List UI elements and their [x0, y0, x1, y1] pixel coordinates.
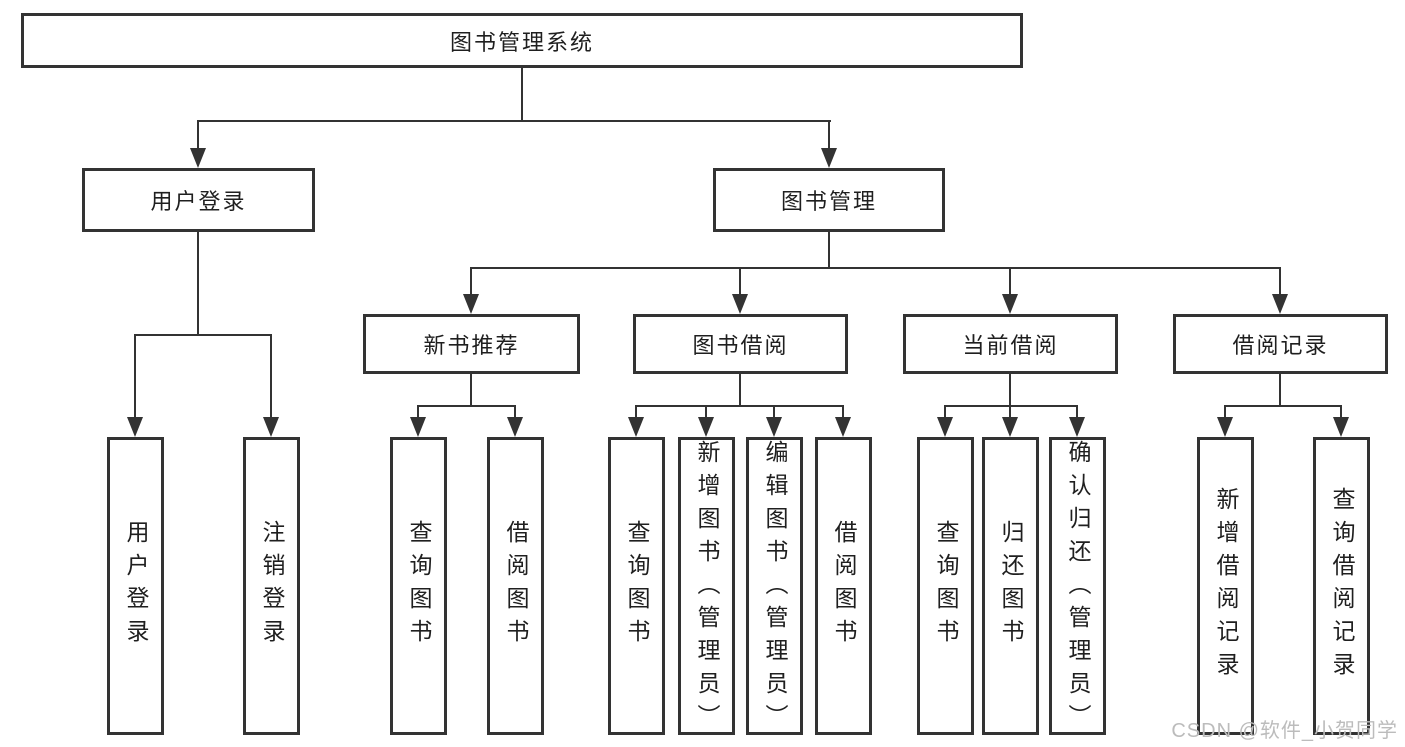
- connector-line: [1009, 267, 1011, 296]
- leaf-borrow-books: 借阅图书: [487, 437, 544, 735]
- connector-line: [635, 405, 637, 419]
- arrow-down: [835, 417, 851, 437]
- arrow-down: [127, 417, 143, 437]
- connector-line: [197, 231, 199, 336]
- connector-line: [1009, 405, 1011, 419]
- leaf-label: 借阅图书: [503, 520, 529, 652]
- connector-line: [739, 373, 741, 407]
- connector-line: [1340, 405, 1342, 419]
- leaf-query-books: 查询图书: [390, 437, 447, 735]
- connector-line: [944, 405, 1078, 407]
- connector-line: [828, 231, 830, 269]
- module-node-borrow-record: 借阅记录: [1173, 314, 1388, 374]
- module-node-label: 新书推荐: [423, 333, 520, 358]
- leaf-logout: 注销登录: [243, 437, 300, 735]
- connector-line: [1279, 373, 1281, 407]
- leaf-label: 确认归还（管理员）: [1065, 440, 1091, 737]
- arrow-down: [463, 294, 479, 314]
- connector-line: [134, 334, 272, 336]
- leaf-query-books: 查询图书: [917, 437, 974, 735]
- arrow-down: [937, 417, 953, 437]
- leaf-user-login: 用户登录: [107, 437, 164, 735]
- connector-line: [514, 405, 516, 419]
- connector-line: [270, 334, 272, 419]
- connector-line: [635, 405, 844, 407]
- module-node-new-book-recommend: 新书推荐: [363, 314, 580, 374]
- connector-line: [470, 267, 472, 296]
- branch-node-user-login: 用户登录: [82, 168, 315, 232]
- arrow-down: [766, 417, 782, 437]
- connector-line: [197, 120, 831, 122]
- connector-line: [134, 334, 136, 419]
- connector-line: [1076, 405, 1078, 419]
- connector-line: [944, 405, 946, 419]
- arrow-down: [628, 417, 644, 437]
- module-node-label: 图书借阅: [692, 333, 789, 358]
- connector-line: [1009, 373, 1011, 407]
- leaf-label: 归还图书: [998, 520, 1024, 652]
- branch-node-book-management: 图书管理: [713, 168, 945, 232]
- connector-line: [739, 267, 741, 296]
- arrow-down: [732, 294, 748, 314]
- connector-line: [705, 405, 707, 419]
- leaf-add-borrow-record: 新增借阅记录: [1197, 437, 1254, 735]
- branch-node-label: 图书管理: [780, 189, 877, 214]
- arrow-down: [1069, 417, 1085, 437]
- arrow-down: [1002, 417, 1018, 437]
- arrow-down: [698, 417, 714, 437]
- root-node-library-system: 图书管理系统: [21, 13, 1023, 68]
- connector-line: [1224, 405, 1342, 407]
- leaf-label: 新增借阅记录: [1213, 487, 1239, 685]
- connector-line: [1224, 405, 1226, 419]
- connector-line: [773, 405, 775, 419]
- leaf-label: 查询图书: [933, 520, 959, 652]
- branch-node-label: 用户登录: [150, 189, 247, 214]
- leaf-return-books: 归还图书: [982, 437, 1039, 735]
- connector-line: [842, 405, 844, 419]
- arrow-down: [263, 417, 279, 437]
- leaf-edit-books-admin: 编辑图书（管理员）: [746, 437, 803, 737]
- leaf-label: 查询借阅记录: [1329, 487, 1355, 685]
- connector-line: [828, 120, 830, 150]
- leaf-label: 编辑图书（管理员）: [762, 440, 788, 737]
- arrow-down: [1217, 417, 1233, 437]
- arrow-down: [410, 417, 426, 437]
- arrow-down: [1272, 294, 1288, 314]
- module-node-label: 借阅记录: [1232, 333, 1329, 358]
- leaf-add-books-admin: 新增图书（管理员）: [678, 437, 735, 737]
- leaf-label: 新增图书（管理员）: [694, 440, 720, 737]
- root-node-label: 图书管理系统: [449, 29, 594, 55]
- module-node-current-borrow: 当前借阅: [903, 314, 1118, 374]
- leaf-label: 查询图书: [624, 520, 650, 652]
- connector-line: [417, 405, 419, 419]
- leaf-label: 查询图书: [406, 520, 432, 652]
- connector-line: [417, 405, 516, 407]
- connector-line: [197, 120, 199, 150]
- connector-line: [1279, 267, 1281, 296]
- leaf-label: 用户登录: [123, 520, 149, 652]
- module-node-label: 当前借阅: [962, 333, 1059, 358]
- csdn-watermark: CSDN @软件_小贺同学: [1171, 720, 1398, 742]
- connector-line: [470, 373, 472, 407]
- module-node-book-borrow: 图书借阅: [633, 314, 848, 374]
- leaf-query-books: 查询图书: [608, 437, 665, 735]
- arrow-down: [507, 417, 523, 437]
- arrow-down: [821, 148, 837, 168]
- leaf-label: 注销登录: [259, 520, 285, 652]
- connector-line: [470, 267, 1281, 269]
- leaf-borrow-books: 借阅图书: [815, 437, 872, 735]
- arrow-down: [1002, 294, 1018, 314]
- leaf-confirm-return-admin: 确认归还（管理员）: [1049, 437, 1106, 737]
- leaf-query-borrow-record: 查询借阅记录: [1313, 437, 1370, 735]
- arrow-down: [190, 148, 206, 168]
- leaf-label: 借阅图书: [831, 520, 857, 652]
- arrow-down: [1333, 417, 1349, 437]
- connector-line: [521, 68, 523, 122]
